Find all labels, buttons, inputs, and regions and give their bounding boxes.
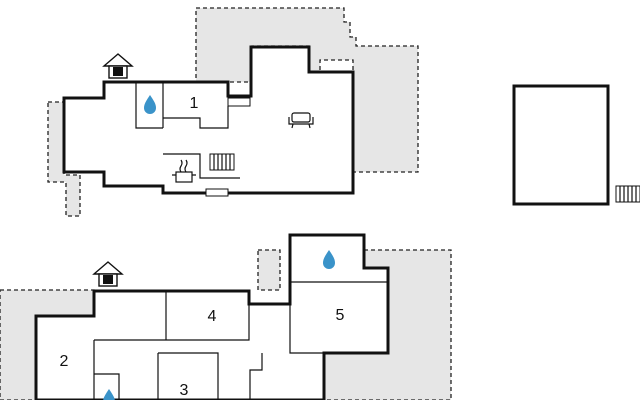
building-detached [512, 84, 610, 206]
terrace-lower-middle [257, 249, 281, 291]
stairs-icon [615, 185, 640, 203]
stove-icon [172, 159, 196, 183]
building-lower-outline [34, 233, 390, 400]
stairs-icon [209, 153, 235, 171]
room-label-3: 3 [180, 382, 189, 399]
room-label-2: 2 [60, 353, 69, 370]
house-icon [102, 53, 134, 79]
room-label-1: 1 [190, 95, 199, 112]
lower-interior-walls [93, 281, 388, 400]
window-upper-1 [227, 97, 251, 107]
window-upper-2 [205, 188, 229, 197]
water-drop-icon [144, 95, 156, 114]
water-drop-icon [103, 389, 115, 400]
room-label-4: 4 [208, 308, 217, 325]
sofa-icon [288, 112, 314, 129]
room-label-5: 5 [336, 307, 345, 324]
upper-interior-walls [135, 82, 240, 179]
house-icon [92, 261, 124, 287]
water-drop-icon [323, 250, 335, 269]
